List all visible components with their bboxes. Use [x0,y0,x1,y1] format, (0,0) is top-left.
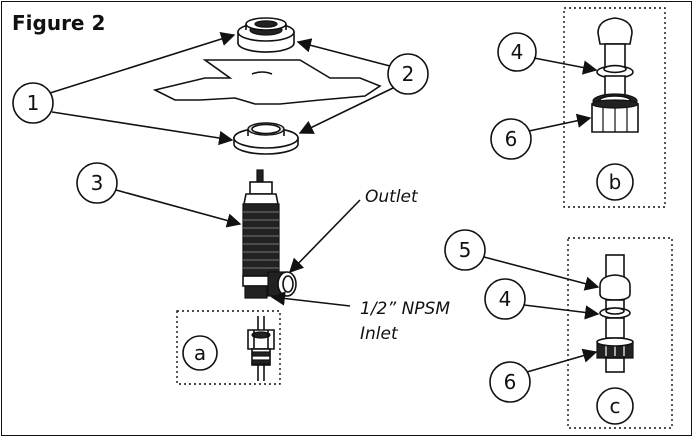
callout-4-c: 4 [484,278,600,320]
outlet-fitting [267,271,297,297]
svg-text:1: 1 [27,91,40,115]
detail-a-fitting [247,316,275,381]
upper-nut-part [237,17,295,53]
detail-box-a: a [176,310,281,385]
callout-5-c: 5 [444,229,600,291]
svg-text:6: 6 [505,127,518,151]
countertop-outline [152,59,382,105]
inlet-label-line1: 1/2” NPSM [360,299,450,319]
callout-6-b: 6 [490,113,592,160]
inlet-leader [270,291,351,307]
callout-6-c: 6 [489,348,598,403]
detail-box-b: b [563,7,666,208]
callout-3: 3 [76,162,242,228]
detail-box-c: c [567,237,673,429]
svg-text:3: 3 [91,171,104,195]
callout-2: 2 [296,38,429,134]
detail-b-fitting [591,17,639,133]
svg-text:a: a [194,341,206,365]
callout-1: 1 [12,32,236,146]
svg-text:b: b [609,170,622,194]
detail-c-fitting [596,254,634,373]
callout-4-b: 4 [497,32,598,75]
cartridge-body-part [242,169,297,299]
svg-text:c: c [610,394,621,418]
outlet-leader [288,199,361,274]
figure-title: Figure 2 [12,11,105,35]
svg-text:5: 5 [459,238,472,262]
svg-text:2: 2 [402,62,415,86]
svg-text:4: 4 [511,40,524,64]
svg-text:6: 6 [504,370,517,394]
inlet-label-line2: Inlet [360,324,399,344]
svg-text:4: 4 [499,287,512,311]
lower-washer-part [233,122,299,155]
outlet-label: Outlet [365,187,419,207]
